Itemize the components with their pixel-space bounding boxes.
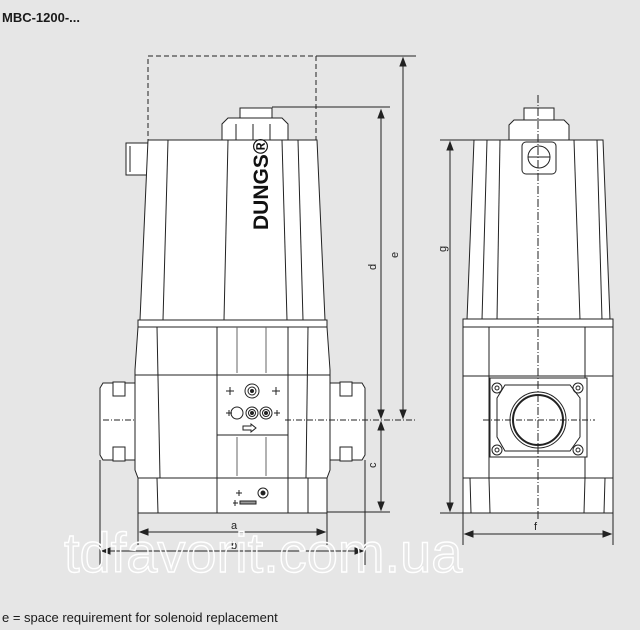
dimension-label-d: d bbox=[367, 264, 379, 270]
side-connector bbox=[125, 142, 149, 176]
base-panel bbox=[216, 477, 289, 514]
front-connector-socket bbox=[521, 141, 557, 175]
front-top-nut bbox=[508, 119, 570, 141]
front-view-dimensions bbox=[440, 139, 614, 545]
inlet-flange bbox=[99, 382, 136, 461]
side-view: DUNGS® bbox=[99, 55, 366, 514]
dimension-label-c: c bbox=[367, 462, 379, 468]
dimension-label-f: f bbox=[534, 521, 538, 533]
dimension-label-a: a bbox=[231, 520, 238, 532]
dimension-label-e: e bbox=[389, 252, 401, 258]
watermark-text: tdfavorit.com.ua bbox=[64, 521, 463, 584]
test-port-icons bbox=[226, 383, 280, 434]
housing-collar bbox=[137, 319, 328, 328]
dimension-label-g: g bbox=[437, 246, 449, 252]
side-view-dimensions bbox=[99, 55, 416, 565]
footnote: e = space requirement for solenoid repla… bbox=[2, 610, 278, 625]
brand-logo: DUNGS® bbox=[250, 138, 273, 230]
dimension-label-b: b bbox=[231, 540, 237, 552]
flow-arrow-icon bbox=[242, 422, 257, 434]
outlet-flange bbox=[329, 382, 366, 461]
top-cap bbox=[239, 107, 273, 119]
front-top-cap bbox=[523, 107, 555, 121]
diagram-title: MBC-1200-... bbox=[2, 10, 81, 25]
front-view bbox=[462, 95, 614, 520]
top-nut bbox=[221, 117, 289, 141]
